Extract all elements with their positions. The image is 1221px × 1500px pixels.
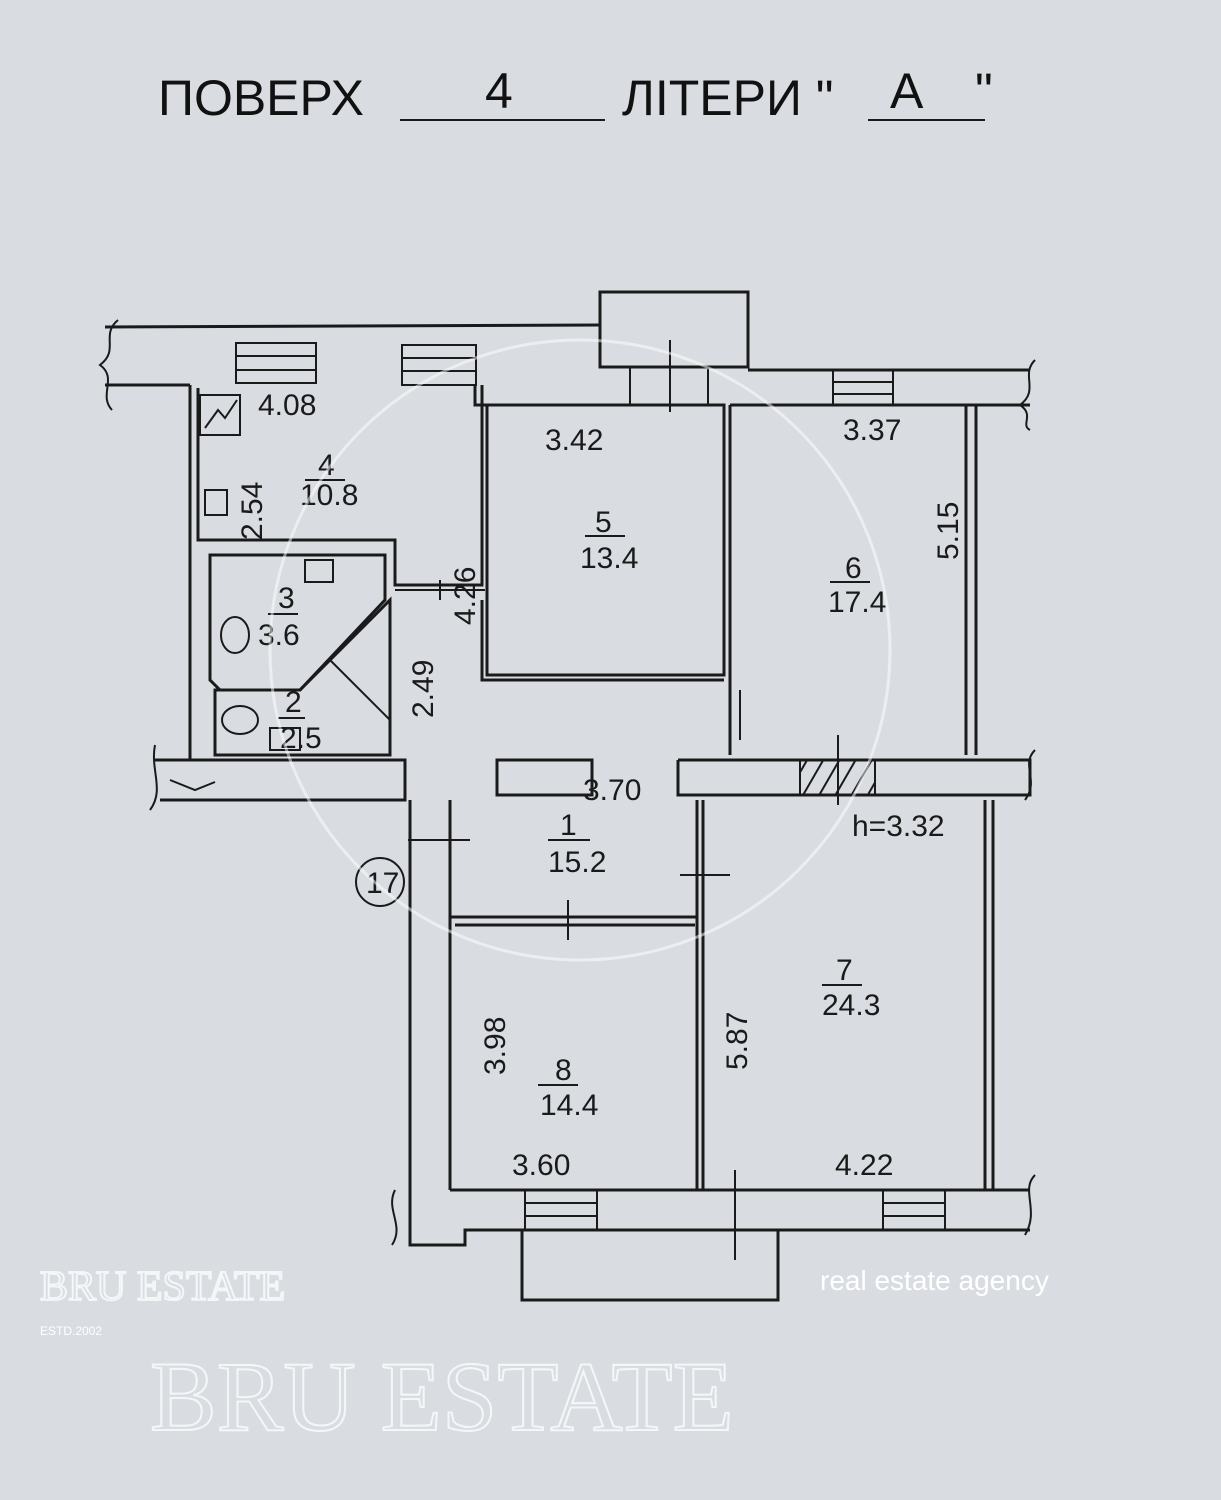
svg-text:3.70: 3.70 bbox=[583, 774, 641, 807]
svg-text:6: 6 bbox=[845, 552, 862, 585]
window bbox=[235, 342, 317, 384]
room-3: 33.6 bbox=[258, 582, 300, 652]
ventilation-icon bbox=[199, 394, 241, 436]
watermark-estd: ESTD.2002 bbox=[40, 1324, 102, 1338]
svg-text:5: 5 bbox=[595, 506, 612, 539]
svg-text:4: 4 bbox=[318, 449, 335, 482]
svg-text:10.8: 10.8 bbox=[300, 479, 358, 512]
toilet-icon bbox=[220, 616, 250, 654]
svg-text:3: 3 bbox=[278, 582, 295, 615]
svg-text:3.60: 3.60 bbox=[512, 1149, 570, 1182]
watermark-brand: BRU ESTATE bbox=[150, 1341, 734, 1452]
floor-label: ПОВЕРХ bbox=[158, 70, 364, 126]
stair-marker-label: 17 bbox=[366, 867, 399, 900]
svg-text:1: 1 bbox=[560, 809, 577, 842]
svg-text:15.2: 15.2 bbox=[548, 846, 606, 879]
room-1: 3.701 15.2 bbox=[548, 774, 641, 879]
room-6: 3.37 617.4 5.15 bbox=[828, 414, 965, 619]
window bbox=[401, 344, 477, 386]
room-5: 3.42 513.4 4.26 bbox=[449, 424, 638, 625]
room-7: 724.3 5.87 4.22 bbox=[721, 954, 893, 1182]
svg-text:2.54: 2.54 bbox=[236, 482, 269, 540]
svg-text:14.4: 14.4 bbox=[540, 1089, 598, 1122]
watermark-brand-small: BRU ESTATE bbox=[40, 1264, 285, 1310]
floor-value: 4 bbox=[485, 63, 513, 119]
room-8: 814.4 3.98 3.60 bbox=[479, 1017, 598, 1182]
letter-value: А bbox=[890, 63, 924, 119]
svg-text:3.6: 3.6 bbox=[258, 619, 300, 652]
ceiling-height: h=3.32 bbox=[852, 810, 945, 843]
svg-text:13.4: 13.4 bbox=[580, 542, 638, 575]
svg-text:4.26: 4.26 bbox=[449, 567, 482, 625]
letter-close: " bbox=[975, 63, 993, 119]
svg-text:2: 2 bbox=[285, 686, 302, 719]
window bbox=[524, 1189, 598, 1231]
svg-text:4.22: 4.22 bbox=[835, 1149, 893, 1182]
svg-text:8: 8 bbox=[555, 1054, 572, 1087]
svg-text:3.98: 3.98 bbox=[479, 1017, 512, 1075]
letter-label: ЛІТЕРИ " bbox=[622, 70, 834, 126]
watermark: BRU ESTATE BRU ESTATE real estate agency… bbox=[39, 338, 1049, 1453]
stair-marker bbox=[355, 857, 405, 907]
svg-text:5.87: 5.87 bbox=[721, 1012, 754, 1070]
watermark-sub: real estate agency bbox=[820, 1265, 1049, 1296]
window bbox=[832, 369, 894, 406]
svg-text:4.08: 4.08 bbox=[258, 389, 316, 422]
svg-text:5.15: 5.15 bbox=[932, 502, 965, 560]
svg-text:2.49: 2.49 bbox=[407, 660, 440, 718]
svg-text:3.42: 3.42 bbox=[545, 424, 603, 457]
walls: 17 bbox=[98, 290, 1036, 1302]
plan-title: ПОВЕРХ 4 ЛІТЕРИ " А " bbox=[158, 63, 993, 126]
svg-text:17.4: 17.4 bbox=[828, 586, 886, 619]
room-2: 22.52.49 bbox=[278, 660, 440, 755]
svg-text:24.3: 24.3 bbox=[822, 989, 880, 1022]
svg-text:7: 7 bbox=[836, 954, 853, 987]
toilet-icon bbox=[221, 705, 259, 735]
window bbox=[882, 1189, 946, 1231]
svg-text:3.37: 3.37 bbox=[843, 414, 901, 447]
